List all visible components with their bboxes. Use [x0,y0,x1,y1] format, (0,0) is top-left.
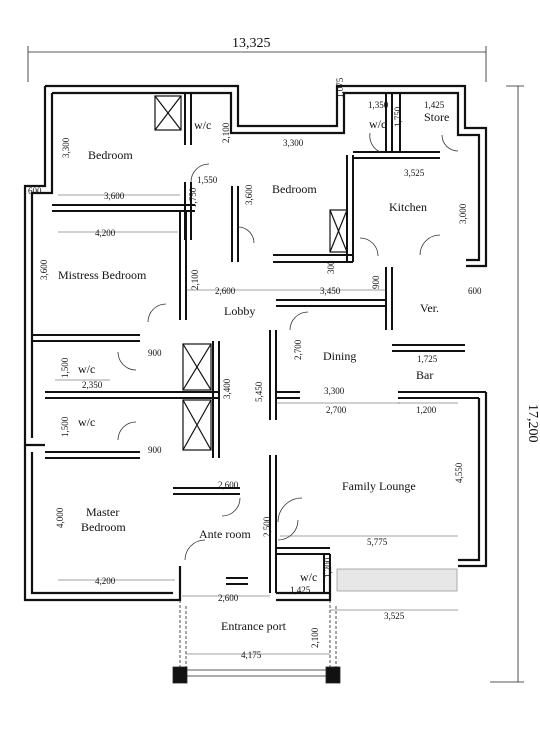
dim-3000: 3,000 [458,203,468,224]
dim-1750a: 1,750 [393,106,403,127]
dim-2600b: 2,600 [218,480,239,490]
exterior-walls [23,84,488,602]
dim-5775: 5,775 [367,537,388,547]
dim-600b: 600 [468,286,482,296]
dim-4200a: 4,200 [95,228,116,238]
dim-2600a: 2,600 [215,286,236,296]
room-label-entrance-porch: Entrance port [221,619,287,633]
room-label-bedroom-1: Bedroom [88,148,133,162]
dim-1200a: 1,200 [416,405,437,415]
dim-5450: 5,450 [254,381,264,402]
overall-width-label: 13,325 [232,36,271,51]
dim-2700b: 2,700 [326,405,347,415]
dim-2600c: 2,600 [218,593,239,603]
dim-1550: 1,550 [197,175,218,185]
dim-900a: 900 [371,275,381,289]
dim-1425b: 1,425 [290,585,311,595]
dim-3600a: 3,600 [104,191,125,201]
dim-3450: 3,450 [320,286,341,296]
dim-3400: 3,400 [222,378,232,399]
room-label-dining: Dining [323,349,356,363]
dim-4000: 4,000 [55,507,65,528]
room-label-verandah: Ver. [420,301,439,315]
dim-900c: 900 [148,445,162,455]
room-label-bedroom-2: Bedroom [272,182,317,196]
room-label-family-lounge: Family Lounge [342,479,416,493]
dim-3300a: 3,300 [61,137,71,158]
room-label-ante-room: Ante room [199,527,251,541]
dim-1750b: 1,750 [188,187,198,208]
room-label-wc-5: w/c [300,570,317,584]
dim-4175: 4,175 [241,650,262,660]
room-label-wc-4: w/c [78,415,95,429]
room-label-store: Store [424,110,449,124]
room-label-wc-3: w/c [78,362,95,376]
dim-1350: 1,350 [368,100,389,110]
overall-dimensions [27,46,524,683]
room-label-lobby: Lobby [224,304,255,318]
dim-3600b: 3,600 [244,184,254,205]
dimension-lines [55,194,458,655]
dim-3600c: 3,600 [39,259,49,280]
dim-900b: 900 [148,348,162,358]
room-label-wc-2: w/c [369,117,386,131]
dim-3525b: 3,525 [384,611,405,621]
room-label-master-1: Master [86,505,119,519]
dim-300: 300 [326,260,336,274]
dim-4550: 4,550 [454,462,464,483]
room-label-kitchen: Kitchen [389,200,427,214]
room-label-bar: Bar [416,368,433,382]
dim-2100b: 2,100 [190,269,200,290]
room-label-mistress-bedroom: Mistress Bedroom [58,268,147,282]
dim-1725: 1,725 [417,354,438,364]
interior-walls [32,93,486,593]
dim-2100c: 2,100 [310,627,320,648]
entrance-porch [172,568,458,684]
room-label-master-2: Bedroom [81,520,126,534]
dim-2100a: 2,100 [221,122,231,143]
room-label-wc-1: w/c [194,118,211,132]
dim-1200b: 1,200 [323,557,333,578]
dim-4200b: 4,200 [95,576,116,586]
dim-2500: 2,500 [262,516,272,537]
overall-height-label: 17,200 [525,404,540,443]
dim-3300c: 3,300 [324,386,345,396]
dim-600a: 600 [28,186,42,196]
dim-1075: 1,075 [335,77,345,98]
dim-1425a: 1,425 [424,100,445,110]
dim-1500b: 1,500 [60,416,70,437]
dim-2350: 2,350 [82,380,103,390]
dim-1500a: 1,500 [60,357,70,378]
dim-2700a: 2,700 [293,339,303,360]
door-swings [117,132,459,561]
fixtures [154,95,348,451]
dim-3525a: 3,525 [404,168,425,178]
dim-3300b: 3,300 [283,138,304,148]
